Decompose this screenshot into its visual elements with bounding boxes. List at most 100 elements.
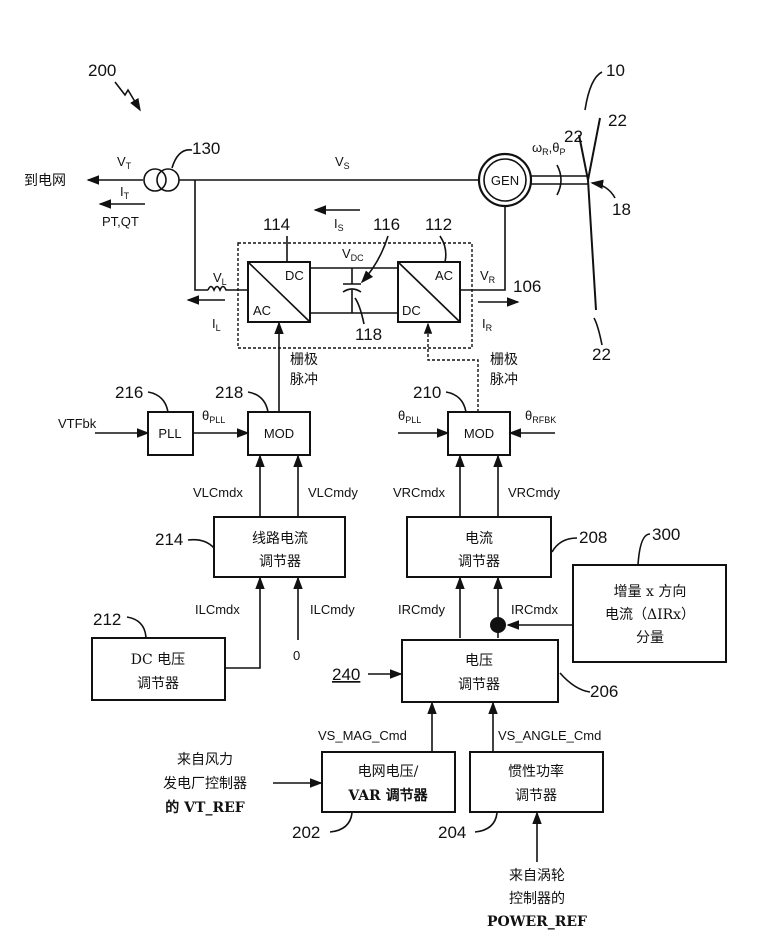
ir-label: IR [482,316,493,333]
ref-130-leader [172,150,192,168]
ref-112: 112 [425,215,452,234]
ref-22b: 22 [608,111,627,130]
ref-206-leader [560,673,590,692]
zero-label: 0 [293,648,300,663]
ref-212: 212 [93,610,121,629]
summing-junction [490,617,506,633]
pulse-label: 脉冲 [290,372,318,388]
block-text: 调节器 [259,554,301,570]
ref-214: 214 [155,530,183,549]
il-label: IL [212,316,221,333]
block-text: 调节器 [458,554,500,570]
vs-label: VS [335,154,350,171]
vl-label: VL [213,270,227,287]
ref-114: 114 [263,215,290,234]
mod-label: MOD [264,426,294,441]
block-text: 惯性功率 [508,763,564,780]
transformer-winding [157,169,179,191]
ref-18-leader [592,183,615,198]
transformer-icon [144,169,166,191]
rotation-arc [557,165,561,195]
block-text: DC 电压 [131,652,185,668]
pulse-label: 脉冲 [490,372,518,388]
blade-icon-2 [588,118,600,180]
ref-300: 300 [652,525,680,544]
ref-216-leader [148,392,168,412]
theta-rfbk-label: θRFBK [525,408,556,425]
vdc-label: VDC [342,246,364,263]
block-text: 电网电压/ [358,764,419,780]
pll-label: PLL [158,426,181,441]
ac-label: AC [435,268,453,283]
ilcmdy-label: ILCmdy [310,602,355,617]
ref-204-leader [475,813,497,832]
ref-130: 130 [192,139,220,158]
ref-112-leader [440,236,446,262]
ref-216: 216 [115,383,143,402]
vtfbk-label: VTFbk [58,416,97,431]
ref-210: 210 [413,383,441,402]
power-ref-text: 来自涡轮 [509,868,565,884]
power-ref-text: POWER_REF [487,914,587,930]
vs-angle-label: VS_ANGLE_Cmd [498,728,601,743]
ref-106: 106 [513,277,541,296]
ref-200: 200 [88,61,116,80]
ref-218: 218 [215,383,243,402]
vlcmdx-label: VLCmdx [193,485,243,500]
ref-22a: 22 [564,127,583,146]
block-text: 增量 x 方向 [614,584,687,600]
ref-204: 204 [438,823,466,842]
to-grid-label: 到电网 [24,173,66,189]
ref-22c-leader [594,318,602,345]
power-ref-text: 控制器的 [509,891,565,907]
ref-118-leader [355,298,364,324]
ref-240: 240 [332,665,360,684]
ilcmdx-line [225,578,260,668]
ircmdy-label: IRCmdy [398,602,445,617]
ref-212-leader [127,617,146,638]
is-label: IS [334,216,344,233]
ref-116: 116 [373,215,400,234]
block-text: 电流 [465,531,493,547]
vlcmdy-label: VLCmdy [308,485,358,500]
ref-22c: 22 [592,345,611,364]
gate-label: 栅极 [490,352,518,368]
vt-ref-text: 来自风力 [177,752,233,768]
it-label: IT [120,184,130,201]
vr-label: VR [480,268,496,285]
ref-214-leader [188,540,214,548]
ircmdx-label: IRCmdx [511,602,558,617]
ilcmdx-label: ILCmdx [195,602,240,617]
gen-label: GEN [491,173,519,188]
ref-202-leader [330,813,352,832]
block-text: 调节器 [458,677,500,693]
block-text: 分量 [636,630,664,646]
blade-icon [579,135,596,310]
ref-208-leader [552,538,577,552]
gate-label: 栅极 [290,352,318,368]
ref-118: 118 [355,325,382,344]
vs-mag-label: VS_MAG_Cmd [318,728,407,743]
vt-ref-text: 的 VT_REF [165,799,244,816]
vrcmdy-label: VRCmdy [508,485,561,500]
ref-10: 10 [606,61,625,80]
vt-label: VT [117,154,132,171]
ref-200-arrow [115,82,140,110]
block-text: 调节器 [137,676,179,692]
ref-208: 208 [579,528,607,547]
ptqt-label: PT,QT [102,214,139,229]
ref-10-leader [585,72,602,110]
theta-pll-label: θPLL [398,408,421,425]
ref-218-leader [248,392,268,412]
block-text: VAR 调节器 [347,787,428,804]
ref-300-leader [638,534,650,565]
ref-18: 18 [612,200,631,219]
dc-label: DC [285,268,304,283]
mod-label: MOD [464,426,494,441]
theta-pll-label: θPLL [202,408,225,425]
block-text: 线路电流 [252,531,308,547]
vt-ref-text: 发电厂控制器 [163,776,247,792]
dc-label: DC [402,303,421,318]
ac-label: AC [253,303,271,318]
ref-210-leader [446,392,466,412]
